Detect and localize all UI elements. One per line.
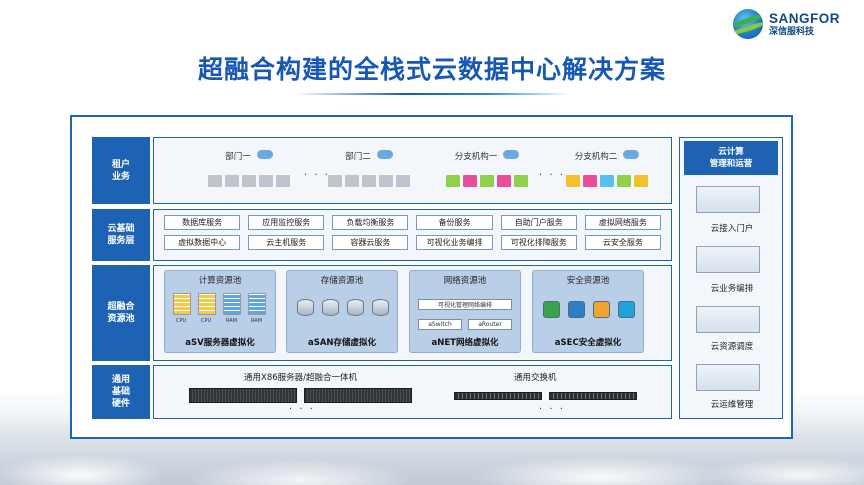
compute-pool: 计算资源池 CPU CPU RAM RAM aSV服务器虚拟化 [164,270,276,353]
layer-label: 超融合 资源池 [92,265,150,361]
layer-label: 租户 业务 [92,137,150,204]
service-item: 可视化排障服务 [500,235,577,250]
service-grid: 数据库服务 应用监控服务 负载均衡服务 备份服务 自助门户服务 虚拟网络服务 虚… [164,215,661,250]
tenant-group: 分支机构二 [552,144,662,187]
disk-icon [297,299,314,316]
cloud-icon [623,150,640,159]
layer-services: 云基础 服务层 数据库服务 应用监控服务 负载均衡服务 备份服务 自助门户服务 … [92,209,672,261]
disk-icon [372,299,389,316]
ram-chip-icon [248,293,266,315]
switch-unit [454,392,542,400]
scheduling-screenshot-thumb [696,306,760,333]
portal-screenshot-thumb [696,186,760,213]
service-item: 虚拟数据中心 [164,235,241,250]
storage-pool: 存储资源池 aSAN存储虚拟化 [286,270,398,353]
tenant-group: 部门二 [314,144,424,187]
cpu-chip-icon [173,293,191,315]
cloud-icon [256,150,273,159]
tenant-group: 分支机构一 [432,144,542,187]
page-title: 超融合构建的全栈式云数据中心解决方案 [197,55,666,84]
switch-unit [549,392,637,400]
layer-tenant: 租户 业务 部门一 · · · 部门二 分支机构一 · · · 分支机构二 [92,137,672,204]
audit-icon [593,301,610,318]
vpn-icon [618,301,635,318]
waf-icon [568,301,585,318]
server-rack-icons [432,175,542,187]
cloud-icon [503,150,520,159]
server-rack-icons [314,175,424,187]
mgmt-item-label: 云接入门户 [710,224,754,234]
service-item: 备份服务 [416,215,493,230]
tenant-group: 部门一 [194,144,304,187]
title-underline [295,93,570,95]
orchestration-screenshot-thumb [696,246,760,273]
globe-logo-icon [733,9,763,39]
network-pool: 网络资源池 可视化管理网络编排 aSwitch aRouter aNET网络虚拟… [409,270,521,353]
disk-icon [322,299,339,316]
service-item: 可视化业务编排 [416,235,493,250]
service-item: 负载均衡服务 [332,215,409,230]
mgmt-item-label: 云业务编排 [710,284,754,294]
mgmt-item-label: 云运维管理 [710,400,754,410]
management-panel: 云计算 管理和运营 云接入门户 云业务编排 云资源调度 云运维管理 [679,137,783,419]
security-pool: 安全资源池 aSEC安全虚拟化 [532,270,644,353]
service-item: 云主机服务 [248,235,325,250]
management-header: 云计算 管理和运营 [684,141,778,175]
layer-label: 云基础 服务层 [92,209,150,261]
service-item: 云安全服务 [584,235,661,250]
service-item: 容器云服务 [332,235,409,250]
cloud-icon [376,150,393,159]
service-item: 应用监控服务 [248,215,325,230]
cpu-chip-icon [198,293,216,315]
service-item: 数据库服务 [164,215,241,230]
layer-hardware: 通用 基础 硬件 通用X86服务器/超融合一体机 · · · 通用交换机 · ·… [92,365,672,419]
mgmt-item-label: 云资源调度 [710,342,754,352]
ops-screenshot-thumb [696,364,760,391]
service-item: 自助门户服务 [500,215,577,230]
server-unit [304,388,412,403]
server-rack-icons [194,175,304,187]
layer-label: 通用 基础 硬件 [92,365,150,419]
disk-icon [347,299,364,316]
brand-name-en: SANGFOR [769,10,840,26]
server-unit [189,388,297,403]
layer-pools: 超融合 资源池 计算资源池 CPU CPU RAM RAM aSV服务器虚拟化 … [92,265,672,361]
firewall-icon [543,301,560,318]
service-item: 虚拟网络服务 [584,215,661,230]
brand-name-cn: 深信服科技 [769,26,815,37]
server-rack-icons [552,175,662,187]
sangfor-logo: SANGFOR 深信服科技 [733,6,858,42]
ram-chip-icon [223,293,241,315]
